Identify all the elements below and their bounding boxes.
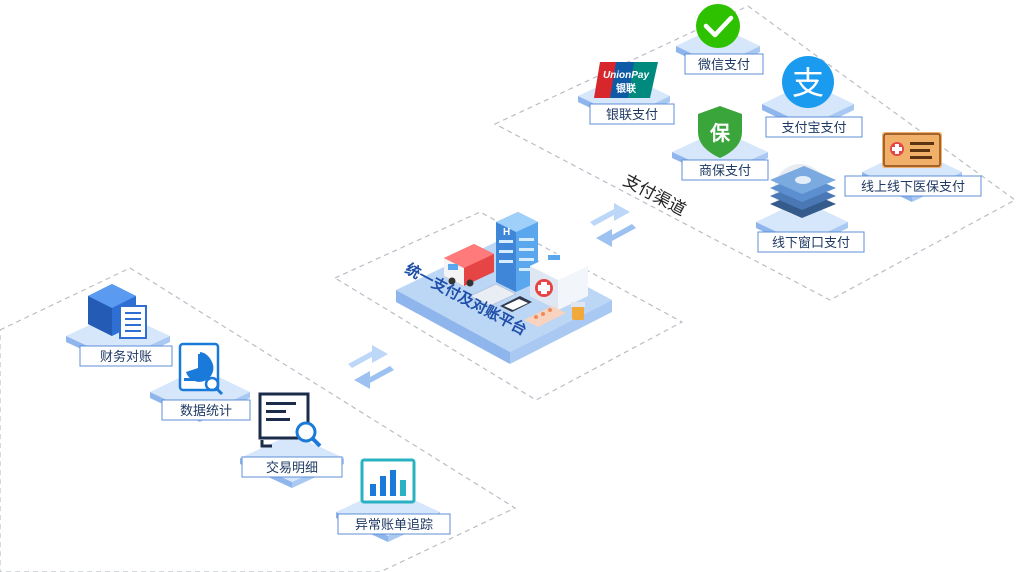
- function-label-details: 交易明细: [266, 460, 318, 476]
- channel-label-window: 线下窗口支付: [772, 235, 850, 251]
- platform-zone: [333, 211, 684, 401]
- channel-wechat[interactable]: 微信支付: [676, 4, 764, 75]
- function-label-tracking: 异常账单追踪: [355, 517, 433, 533]
- channel-medical[interactable]: 线上线下医保支付: [844, 132, 982, 202]
- channel-label-insurance: 商保支付: [699, 164, 751, 179]
- insurance-shield-icon: 保: [698, 106, 742, 158]
- function-stats[interactable]: 数据统计: [150, 342, 251, 422]
- channel-unionpay[interactable]: UnionPay 银联 银联支付: [578, 62, 675, 125]
- medicine-icons: [468, 283, 585, 327]
- channel-insurance[interactable]: 保 商保支付: [672, 106, 769, 181]
- medical-card-icon: [882, 132, 942, 168]
- hospital-building-icon: H: [496, 212, 538, 292]
- svg-text:支: 支: [792, 64, 824, 102]
- pie-chart-report-icon: [178, 342, 224, 396]
- svg-text:UnionPay: UnionPay: [603, 70, 650, 81]
- platform-functions-exchange-arrows: [348, 345, 394, 389]
- channels-zone: [493, 5, 1017, 301]
- medical-kit-icon: [530, 252, 588, 310]
- bar-chart-icon: [360, 458, 416, 504]
- unionpay-icon: UnionPay 银联: [594, 62, 658, 98]
- cash-stack-icon: [770, 164, 836, 218]
- functions-zone: [0, 267, 517, 572]
- function-tracking[interactable]: 异常账单追踪: [336, 458, 451, 542]
- svg-text:H: H: [503, 227, 510, 238]
- function-label-finance: 财务对账: [100, 349, 152, 365]
- wechat-pay-icon: [696, 4, 740, 48]
- channel-window[interactable]: 线下窗口支付: [756, 164, 865, 253]
- channel-label-alipay: 支付宝支付: [781, 121, 846, 136]
- svg-text:保: 保: [709, 121, 731, 145]
- alipay-icon: 支: [782, 56, 834, 108]
- channel-label-unionpay: 银联支付: [606, 108, 658, 123]
- channel-label-medical: 线上线下医保支付: [861, 180, 965, 195]
- channel-alipay[interactable]: 支 支付宝支付: [762, 56, 863, 138]
- function-label-stats: 数据统计: [180, 404, 232, 419]
- finance-document-icon: [88, 284, 147, 339]
- channel-platform-exchange-arrows: [590, 203, 636, 247]
- svg-text:银联: 银联: [616, 82, 636, 95]
- function-details[interactable]: 交易明细: [240, 392, 344, 488]
- ambulance-icon: [444, 244, 494, 287]
- channel-label-wechat: 微信支付: [698, 58, 750, 73]
- transaction-search-icon: [258, 392, 322, 448]
- function-finance[interactable]: 财务对账: [66, 284, 173, 367]
